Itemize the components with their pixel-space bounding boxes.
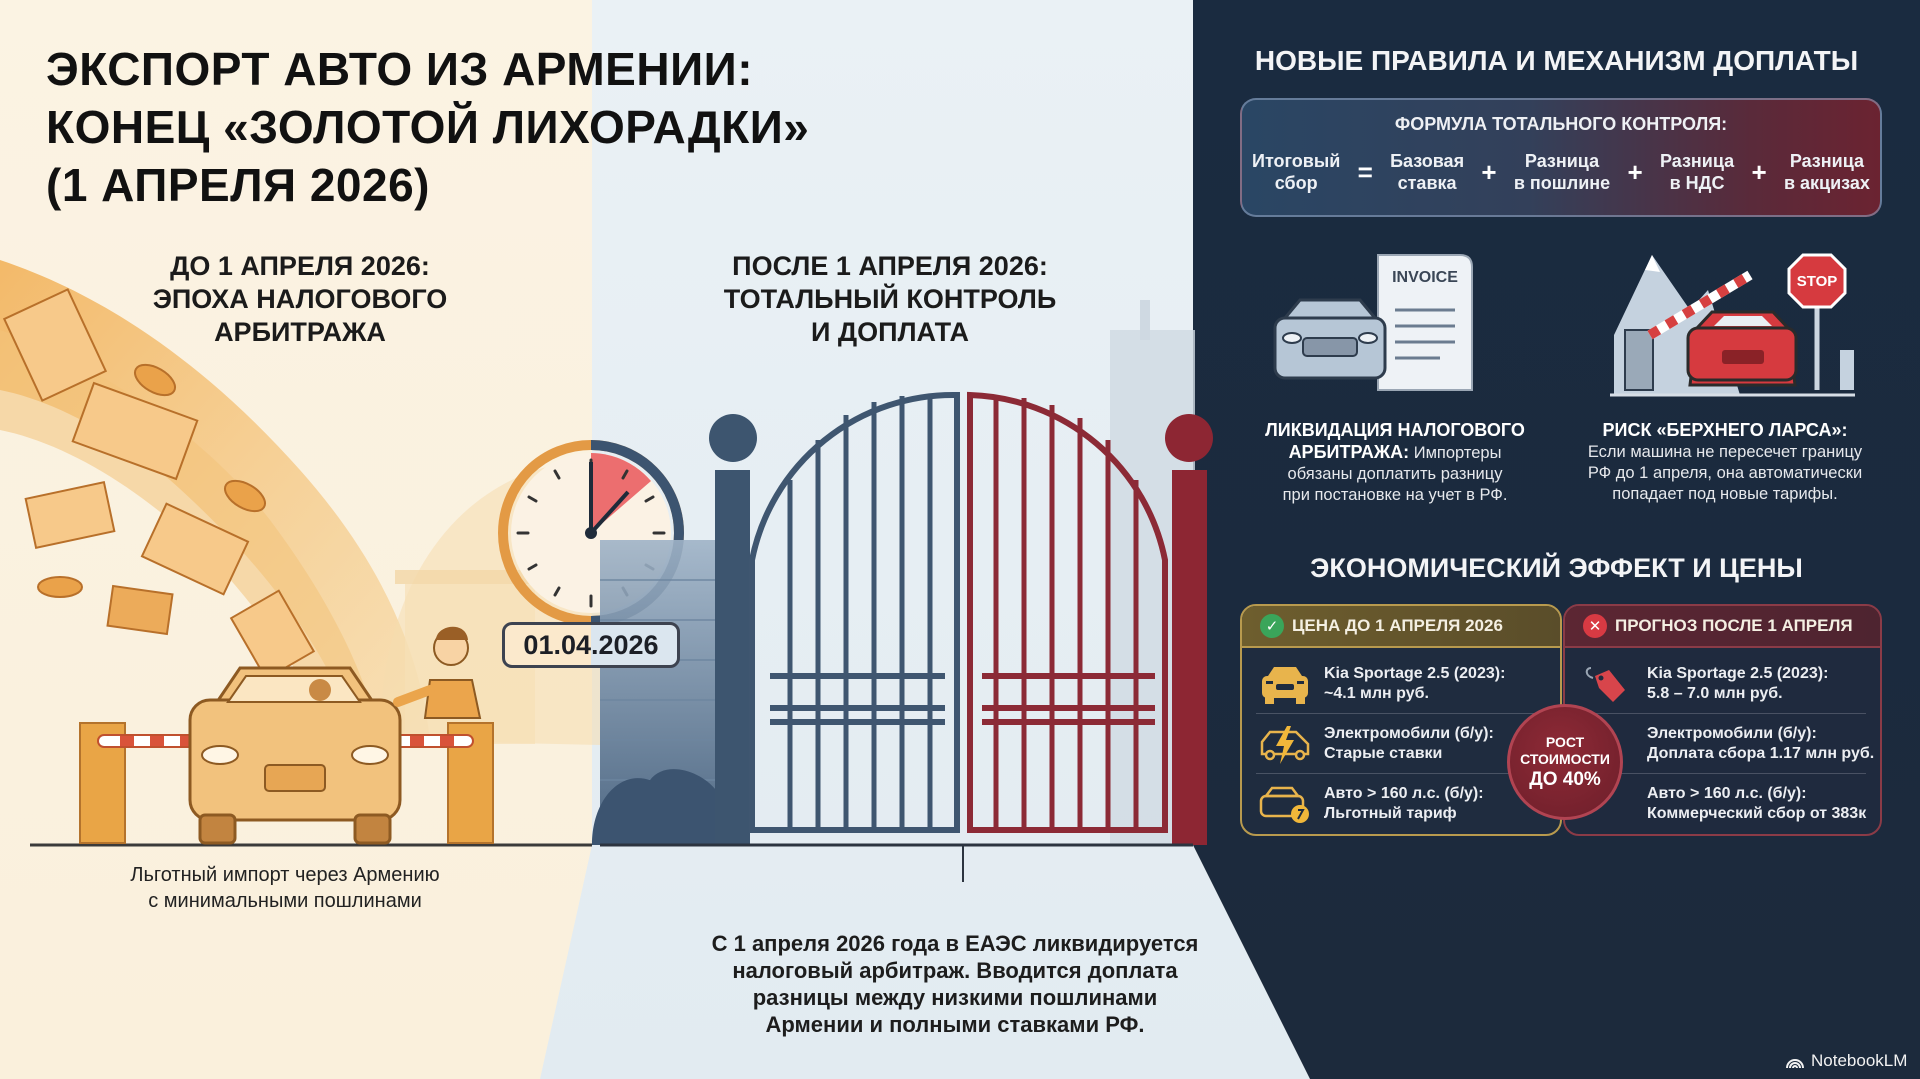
after-heading: ПОСЛЕ 1 АПРЕЛЯ 2026: ТОТАЛЬНЫЙ КОНТРОЛЬ … [700, 250, 1080, 349]
before-caption-line-2: с минимальными пошлинами [148, 890, 422, 912]
price-tag-icon [1585, 666, 1625, 702]
before-heading-line-3: АРБИТРАЖА [214, 317, 386, 347]
notebooklm-logo-icon [1786, 1059, 1804, 1069]
before-heading-line-2: ЭПОХА НАЛОГОВОГО [152, 284, 448, 314]
rule-card-arbitrage: ЛИКВИДАЦИЯ НАЛОГОВОГО АРБИТРАЖА: Импорте… [1265, 420, 1525, 504]
rules-heading: НОВЫЕ ПРАВИЛА И МЕХАНИЗМ ДОПЛАТЫ [1254, 45, 1859, 76]
main-title: ЭКСПОРТ АВТО ИЗ АРМЕНИИ: КОНЕЦ «ЗОЛОТОЙ … [46, 40, 809, 214]
price-row: Kia Sportage 2.5 (2023):5.8 – 7.0 млн ру… [1579, 654, 1866, 714]
main-title-line-3: (1 АПРЕЛЯ 2026) [46, 159, 430, 211]
price-after-header: ✕ ПРОГНОЗ ПОСЛЕ 1 АПРЕЛЯ [1565, 606, 1880, 648]
after-heading-line-2: ТОТАЛЬНЫЙ КОНТРОЛЬ [723, 284, 1057, 314]
price-row: Kia Sportage 2.5 (2023):~4.1 млн руб. [1256, 654, 1546, 714]
after-heading-line-3: И ДОПЛАТА [811, 317, 969, 347]
before-heading-line-1: ДО 1 АПРЕЛЯ 2026: [170, 251, 430, 281]
price-row: Электромобили (б/у):Доплата сбора 1.17 м… [1579, 714, 1874, 774]
rule-card-title: РИСК «БЕРХНЕГО ЛАРСА»: [1602, 420, 1848, 440]
notebooklm-watermark: NotebookLM [1785, 1051, 1907, 1071]
before-caption: Льготный импорт через Армению с минималь… [60, 862, 510, 914]
cross-icon: ✕ [1583, 614, 1607, 638]
economics-heading: ЭКОНОМИЧЕСКИЙ ЭФФЕКТ И ЦЕНЫ [1310, 553, 1803, 583]
invoice-car-icon: INVOICE [1273, 254, 1473, 391]
svg-text:INVOICE: INVOICE [1392, 269, 1458, 286]
check-icon: ✓ [1260, 614, 1284, 638]
formula-operator-plus: + [1627, 157, 1643, 187]
after-summary-line-2: налоговый арбитраж. Вводится доплата [732, 958, 1178, 983]
rule-card-upper-lars: РИСК «БЕРХНЕГО ЛАРСА»: Если машина не пе… [1587, 420, 1863, 503]
date-badge: 01.04.2026 [502, 622, 680, 668]
car-discount-icon [1259, 786, 1309, 823]
svg-text:STOP: STOP [1797, 273, 1838, 290]
after-summary: С 1 апреля 2026 года в ЕАЭС ликвидируетс… [660, 930, 1250, 1038]
formula-title: ФОРМУЛА ТОТАЛЬНОГО КОНТРОЛЯ: [1394, 114, 1728, 134]
car-front-icon [1262, 666, 1308, 704]
main-title-line-2: КОНЕЦ «ЗОЛОТОЙ ЛИХОРАДКИ» [46, 101, 810, 153]
electric-car-icon [1260, 725, 1310, 764]
main-title-line-1: ЭКСПОРТ АВТО ИЗ АРМЕНИИ: [46, 43, 754, 95]
price-row: Авто > 160 л.с. (б/у):Коммерческий сбор … [1647, 785, 1867, 822]
price-after-box: ✕ ПРОГНОЗ ПОСЛЕ 1 АПРЕЛЯ Kia Sportage 2.… [1563, 604, 1882, 836]
before-caption-line-1: Льготный импорт через Армению [130, 864, 440, 886]
before-heading: ДО 1 АПРЕЛЯ 2026: ЭПОХА НАЛОГОВОГО АРБИТ… [150, 250, 450, 349]
formula-operator-plus: + [1481, 157, 1497, 187]
price-before-box: ✓ ЦЕНА ДО 1 АПРЕЛЯ 2026 Kia Sportage 2.5… [1240, 604, 1562, 836]
after-summary-line-1: С 1 апреля 2026 года в ЕАЭС ликвидируетс… [711, 931, 1199, 956]
rule-card-title: ЛИКВИДАЦИЯ НАЛОГОВОГО [1265, 420, 1525, 440]
price-before-header: ✓ ЦЕНА ДО 1 АПРЕЛЯ 2026 [1242, 606, 1560, 648]
after-summary-line-4: Армении и полными ставками РФ. [765, 1012, 1145, 1037]
price-growth-badge: РОСТ СТОИМОСТИ ДО 40% [1507, 704, 1623, 820]
price-row: Авто > 160 л.с. (б/у):Льготный тариф [1256, 774, 1546, 834]
price-row: Электромобили (б/у):Старые ставки [1256, 714, 1546, 774]
formula-operator-equals: = [1357, 157, 1373, 187]
formula-operator-plus: + [1751, 157, 1767, 187]
border-barrier-stop-icon: STOP [1610, 253, 1855, 397]
after-heading-line-1: ПОСЛЕ 1 АПРЕЛЯ 2026: [732, 251, 1048, 281]
after-summary-line-3: разницы между низкими пошлинами [752, 985, 1158, 1010]
